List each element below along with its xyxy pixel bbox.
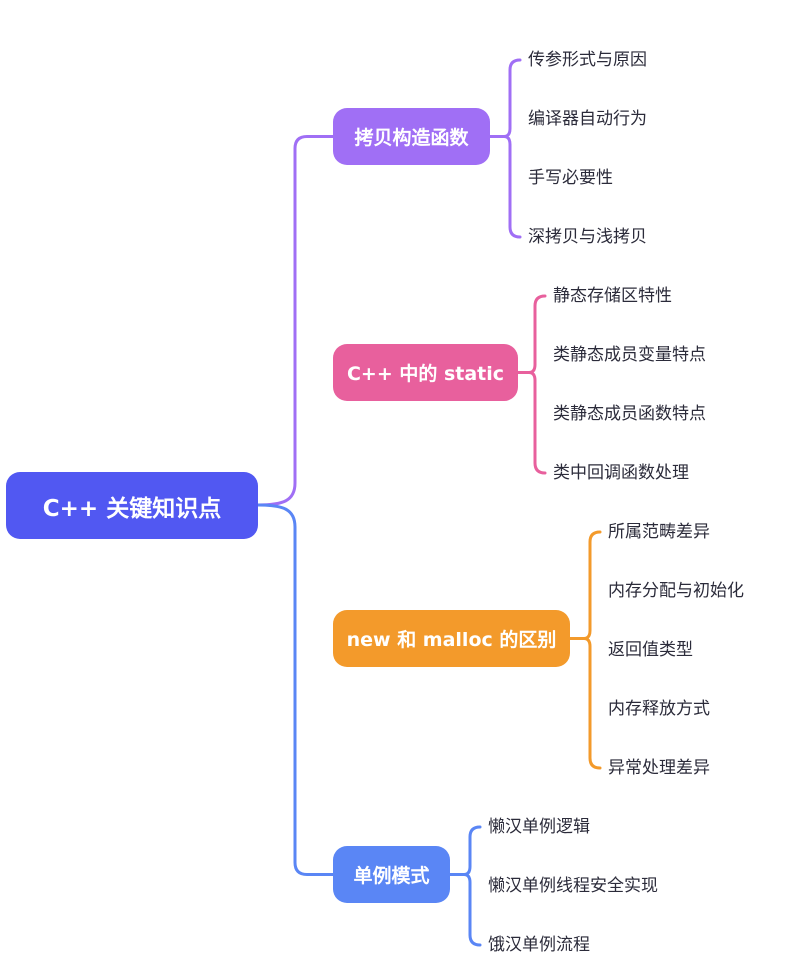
branch-node-singleton[interactable]: 单例模式 xyxy=(333,846,450,903)
leaf-node[interactable]: 深拷贝与浅拷贝 xyxy=(528,227,647,247)
root-connector-upper xyxy=(256,135,335,507)
bracket-lower xyxy=(462,873,482,947)
leaf-node[interactable]: 懒汉单例逻辑 xyxy=(488,817,590,837)
leaf-node[interactable]: 传参形式与原因 xyxy=(528,50,647,70)
leaf-node[interactable]: 异常处理差异 xyxy=(608,758,710,778)
leaf-node[interactable]: 内存分配与初始化 xyxy=(608,581,744,601)
bracket-lower xyxy=(527,371,547,475)
leaf-node[interactable]: 所属范畴差异 xyxy=(608,522,710,542)
leaf-node[interactable]: 返回值类型 xyxy=(608,640,693,660)
root-node[interactable]: C++ 关键知识点 xyxy=(6,472,258,539)
leaf-node[interactable]: 饿汉单例流程 xyxy=(488,935,590,955)
leaf-node[interactable]: 类中回调函数处理 xyxy=(553,463,689,483)
leaf-node[interactable]: 编译器自动行为 xyxy=(528,109,647,129)
bracket-upper xyxy=(527,294,547,374)
branch-node-copy-constructor[interactable]: 拷贝构造函数 xyxy=(333,108,490,165)
branch-node-static[interactable]: C++ 中的 static xyxy=(333,344,518,401)
bracket-upper xyxy=(582,530,602,640)
leaf-node[interactable]: 类静态成员变量特点 xyxy=(553,345,706,365)
leaf-node[interactable]: 静态存储区特性 xyxy=(553,286,672,306)
root-connector-lower xyxy=(256,503,335,876)
leaf-node[interactable]: 类静态成员函数特点 xyxy=(553,404,706,424)
bracket-upper xyxy=(502,58,522,138)
bracket-lower xyxy=(582,637,602,770)
bracket-lower xyxy=(502,135,522,239)
branch-node-new-vs-malloc[interactable]: new 和 malloc 的区别 xyxy=(333,610,570,667)
leaf-node[interactable]: 内存释放方式 xyxy=(608,699,710,719)
bracket-upper xyxy=(462,825,482,876)
leaf-node[interactable]: 手写必要性 xyxy=(528,168,613,188)
leaf-node[interactable]: 懒汉单例线程安全实现 xyxy=(488,876,658,896)
